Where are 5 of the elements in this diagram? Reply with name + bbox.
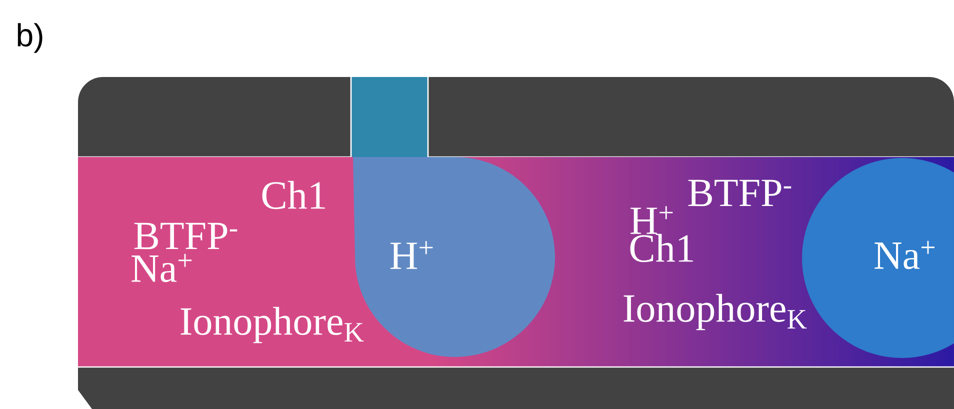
species-label: Na$^{+}$ bbox=[132, 254, 192, 282]
species-label: BTFP$^{-}$ bbox=[134, 222, 238, 250]
panel-label: b) bbox=[18, 23, 42, 53]
species-label: H$^{+}$ bbox=[630, 206, 673, 234]
species-label: Ch1 bbox=[630, 234, 693, 262]
